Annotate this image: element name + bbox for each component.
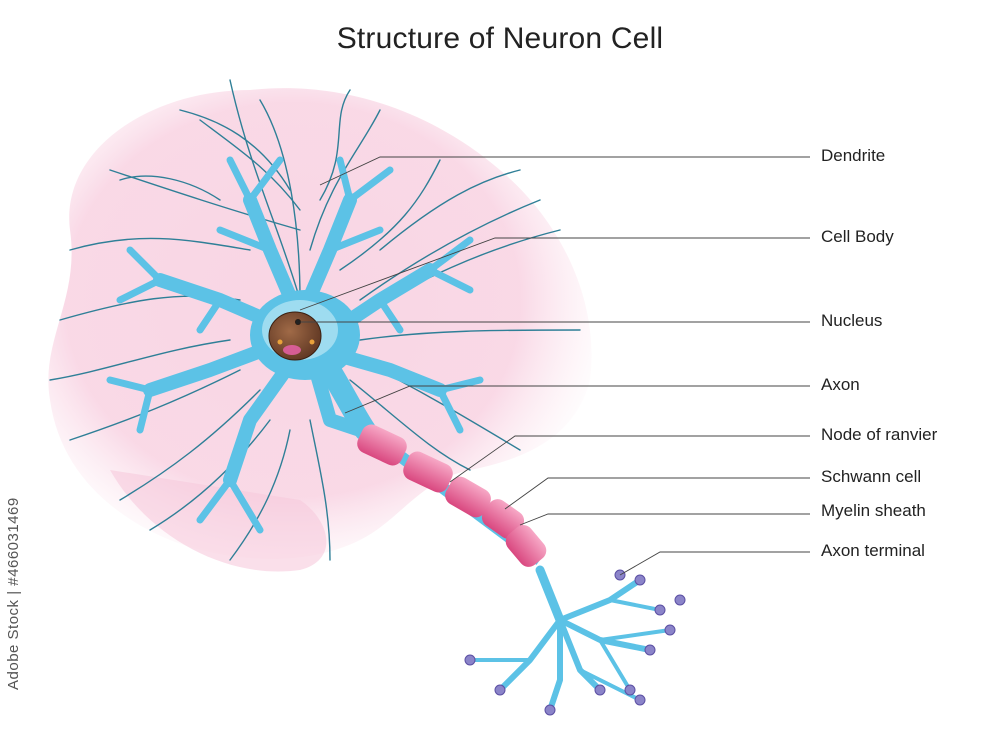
leader-axon bbox=[344, 385, 810, 414]
stock-id-watermark: Adobe Stock | #466031469 bbox=[5, 497, 22, 690]
leader-cell-body bbox=[299, 237, 810, 311]
leader-axon-terminal bbox=[619, 551, 810, 576]
axon-terminal-branches bbox=[468, 565, 672, 713]
label-dendrite: Dendrite bbox=[821, 146, 886, 165]
leader-dendrite bbox=[319, 156, 810, 186]
label-cell-body: Cell Body bbox=[821, 227, 894, 246]
label-axon: Axon bbox=[821, 375, 860, 394]
label-myelin-sheath: Myelin sheath bbox=[821, 501, 926, 520]
page-title: Structure of Neuron Cell bbox=[336, 22, 664, 55]
leader-schwann-cell bbox=[504, 477, 810, 510]
leader-node-of-ranvier bbox=[449, 435, 810, 483]
leader-dots bbox=[295, 319, 301, 325]
synaptic-knobs bbox=[464, 569, 686, 716]
leader-myelin-sheath bbox=[519, 513, 810, 526]
nucleus-shape bbox=[268, 311, 322, 361]
leader-lines bbox=[299, 156, 810, 576]
label-axon-terminal: Axon terminal bbox=[821, 541, 925, 560]
label-schwann-cell: Schwann cell bbox=[821, 467, 922, 486]
label-node-of-ranvier: Node of ranvier bbox=[821, 425, 938, 444]
myelin-sheath-segments bbox=[357, 424, 547, 567]
label-nucleus: Nucleus bbox=[821, 311, 883, 330]
